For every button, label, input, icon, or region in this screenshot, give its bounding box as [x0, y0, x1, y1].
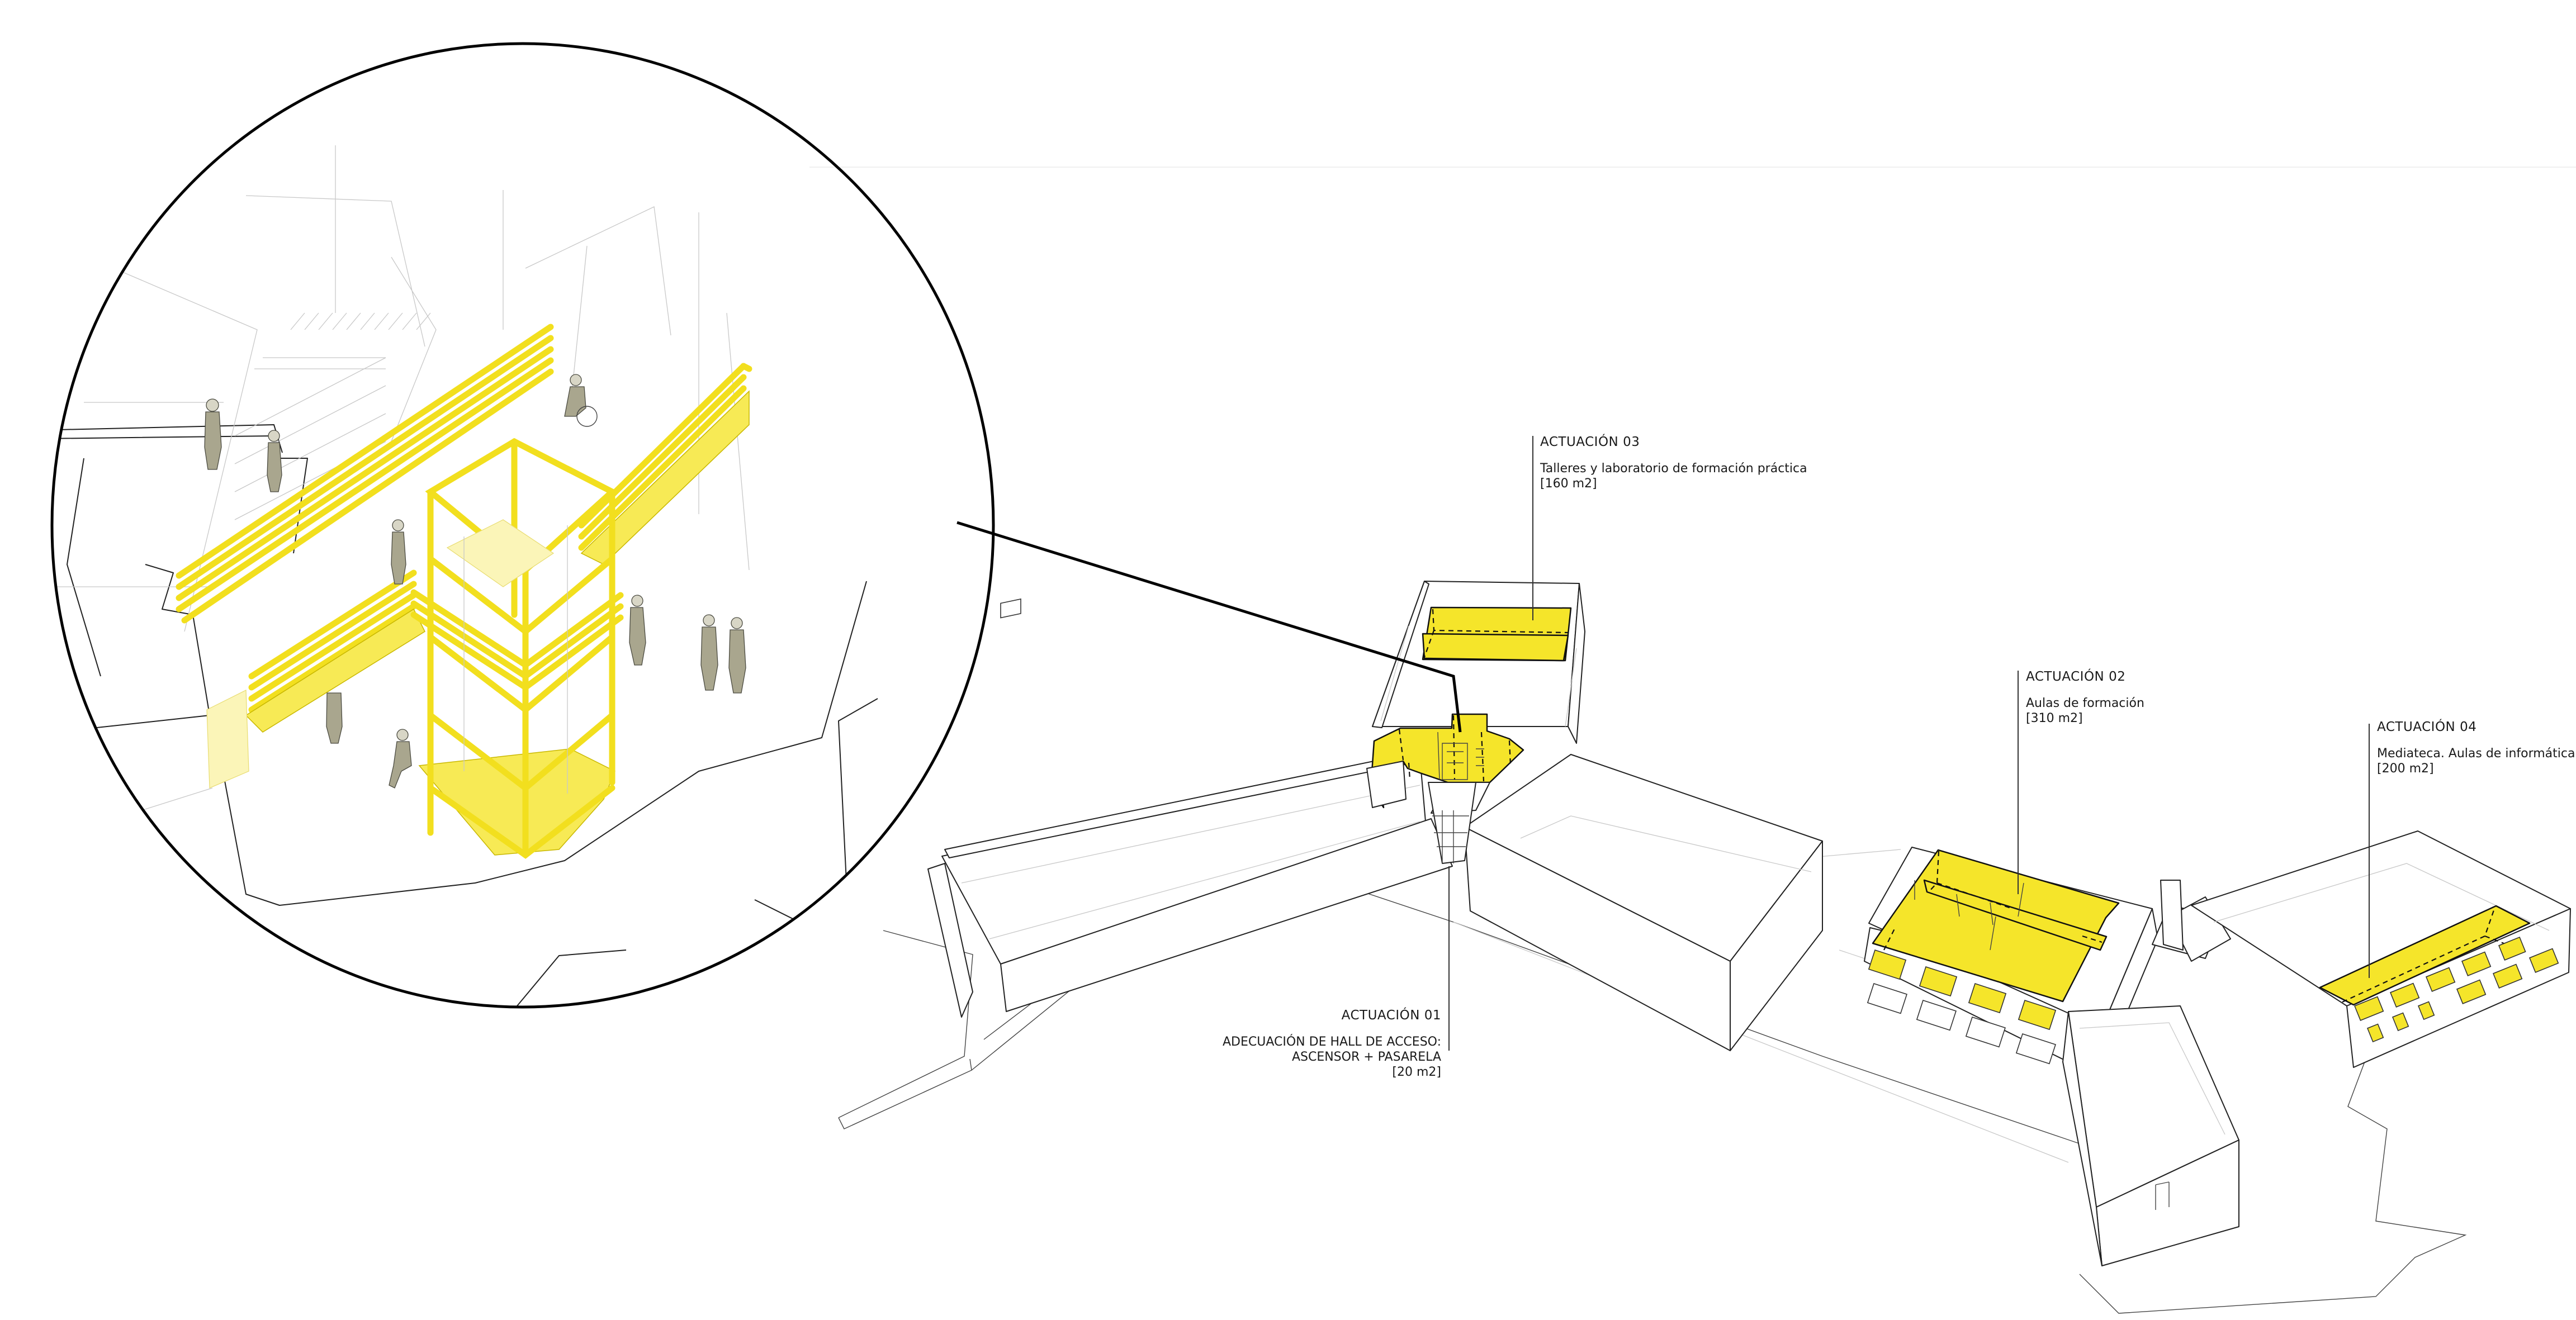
- ramp-walkway: [176, 324, 752, 789]
- actuacion-04-windows: [2354, 936, 2559, 1043]
- central-right-wing: [1464, 754, 1823, 1051]
- label-line: ASCENSOR + PASARELA: [1291, 1050, 1441, 1064]
- label-area: [20 m2]: [1392, 1065, 1441, 1079]
- person-standing: [629, 595, 646, 666]
- wheelchair-user: [564, 374, 598, 427]
- detail-view: [52, 145, 895, 1007]
- detail-faint-walls: [52, 145, 750, 822]
- label-title: ACTUACIÓN 02: [2026, 670, 2126, 684]
- label-actuacion-04: ACTUACIÓN 04 Mediateca. Aulas de informá…: [2377, 721, 2575, 776]
- left-wing-windows: [1000, 598, 1021, 619]
- label-actuacion-01: ACTUACIÓN 01 ADECUACIÓN DE HALL DE ACCES…: [1202, 1009, 1441, 1080]
- actuacion-01-area: [1366, 713, 1524, 864]
- label-line: Aulas de formación: [2026, 696, 2144, 710]
- person-standing: [326, 692, 343, 744]
- person-standing: [728, 617, 746, 694]
- south-block: [2062, 1005, 2239, 1266]
- actuacion-02-area: [1872, 849, 2120, 1003]
- person-standing: [267, 430, 282, 492]
- label-actuacion-02: ACTUACIÓN 02 Aulas de formación [310 m2]: [2026, 671, 2144, 726]
- stair: [234, 312, 431, 520]
- label-area: [200 m2]: [2377, 762, 2434, 776]
- label-area: [310 m2]: [2026, 711, 2083, 725]
- actuacion-03-area: [1422, 606, 1572, 662]
- label-title: ACTUACIÓN 03: [1540, 435, 1640, 449]
- site-plinth: [838, 888, 2471, 1314]
- label-title: ACTUACIÓN 01: [1341, 1008, 1441, 1023]
- label-line: ADECUACIÓN DE HALL DE ACCESO:: [1223, 1035, 1441, 1049]
- actuacion-02-windows: [1867, 949, 2057, 1065]
- actuacion-04-area: [2319, 905, 2531, 1006]
- left-wing: [927, 751, 1453, 1018]
- people: [204, 374, 746, 789]
- person-sitting: [389, 729, 412, 789]
- label-actuacion-03: ACTUACIÓN 03 Talleres y laboratorio de f…: [1540, 436, 1807, 491]
- connector-blocks: [2152, 880, 2231, 962]
- callout-leader: [956, 521, 1462, 733]
- detail-circle-frame: [50, 42, 995, 1009]
- label-title: ACTUACIÓN 04: [2377, 720, 2477, 734]
- label-line: Mediateca. Aulas de informática: [2377, 747, 2575, 761]
- label-area: [160 m2]: [1540, 477, 1597, 491]
- person-standing: [700, 614, 718, 691]
- building-complex: [838, 581, 2571, 1314]
- person-standing: [204, 398, 222, 470]
- person-standing: [391, 519, 406, 585]
- elevator-tower: [410, 438, 624, 859]
- label-line: Talleres y laboratorio de formación prác…: [1540, 462, 1807, 476]
